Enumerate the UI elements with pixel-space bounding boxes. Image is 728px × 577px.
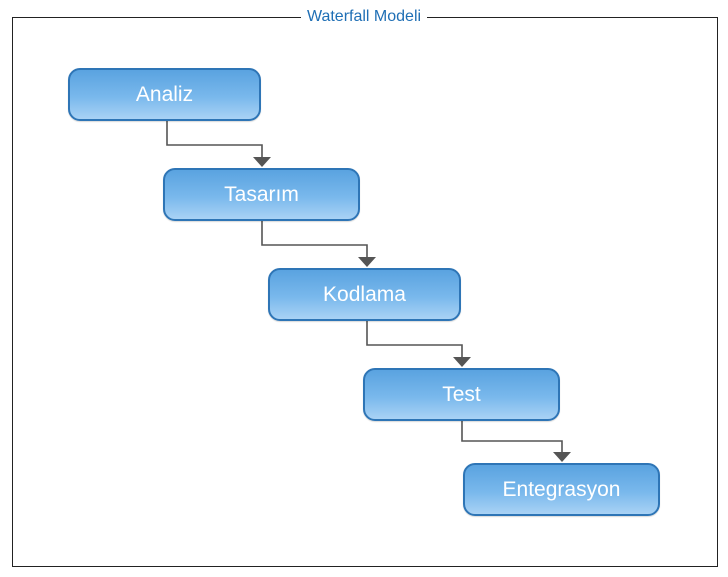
step-tasarim: Tasarım: [163, 168, 360, 221]
arrowhead-tasarim: [253, 157, 271, 167]
step-entegrasyon: Entegrasyon: [463, 463, 660, 516]
diagram-title-wrap: Waterfall Modeli: [0, 7, 728, 27]
connector-analiz-tasarim: [166, 121, 263, 158]
arrowhead-kodlama: [358, 257, 376, 267]
connector-test-entegrasyon: [461, 421, 563, 453]
arrowhead-entegrasyon: [553, 452, 571, 462]
arrowhead-test: [453, 357, 471, 367]
step-kodlama: Kodlama: [268, 268, 461, 321]
step-label: Tasarım: [224, 182, 299, 206]
connector-tasarim-kodlama: [261, 221, 368, 258]
step-label: Analiz: [135, 82, 194, 106]
step-label: Kodlama: [323, 282, 406, 306]
step-test: Test: [363, 368, 560, 421]
diagram-title: Waterfall Modeli: [300, 8, 428, 25]
connector-kodlama-test: [366, 321, 463, 358]
step-label: Test: [442, 382, 481, 406]
step-analiz: Analiz: [68, 68, 261, 121]
step-label: Entegrasyon: [502, 477, 621, 501]
